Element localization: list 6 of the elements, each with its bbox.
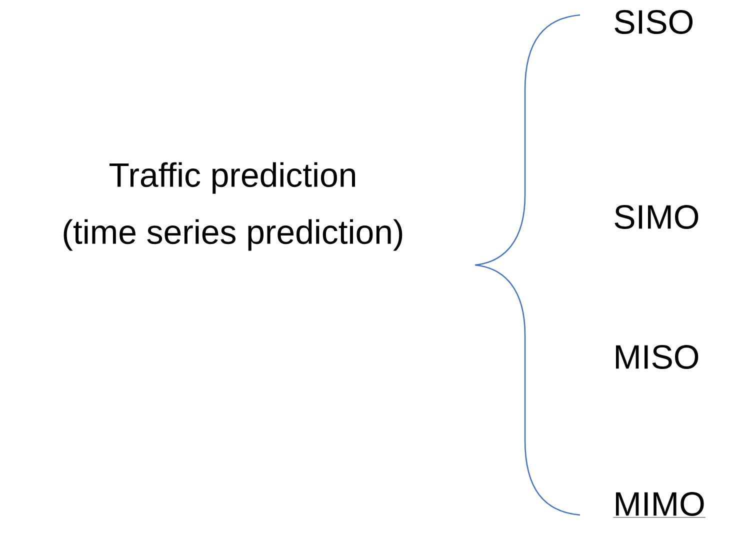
category-label: SISO (614, 10, 693, 34)
category-label: SIMO (614, 205, 698, 229)
category-label: MISO (616, 345, 698, 369)
heading-text: (time series prediction) (64, 219, 402, 251)
heading-text: Traffic prediction (110, 162, 356, 194)
category-label: MIMO (613, 492, 706, 518)
